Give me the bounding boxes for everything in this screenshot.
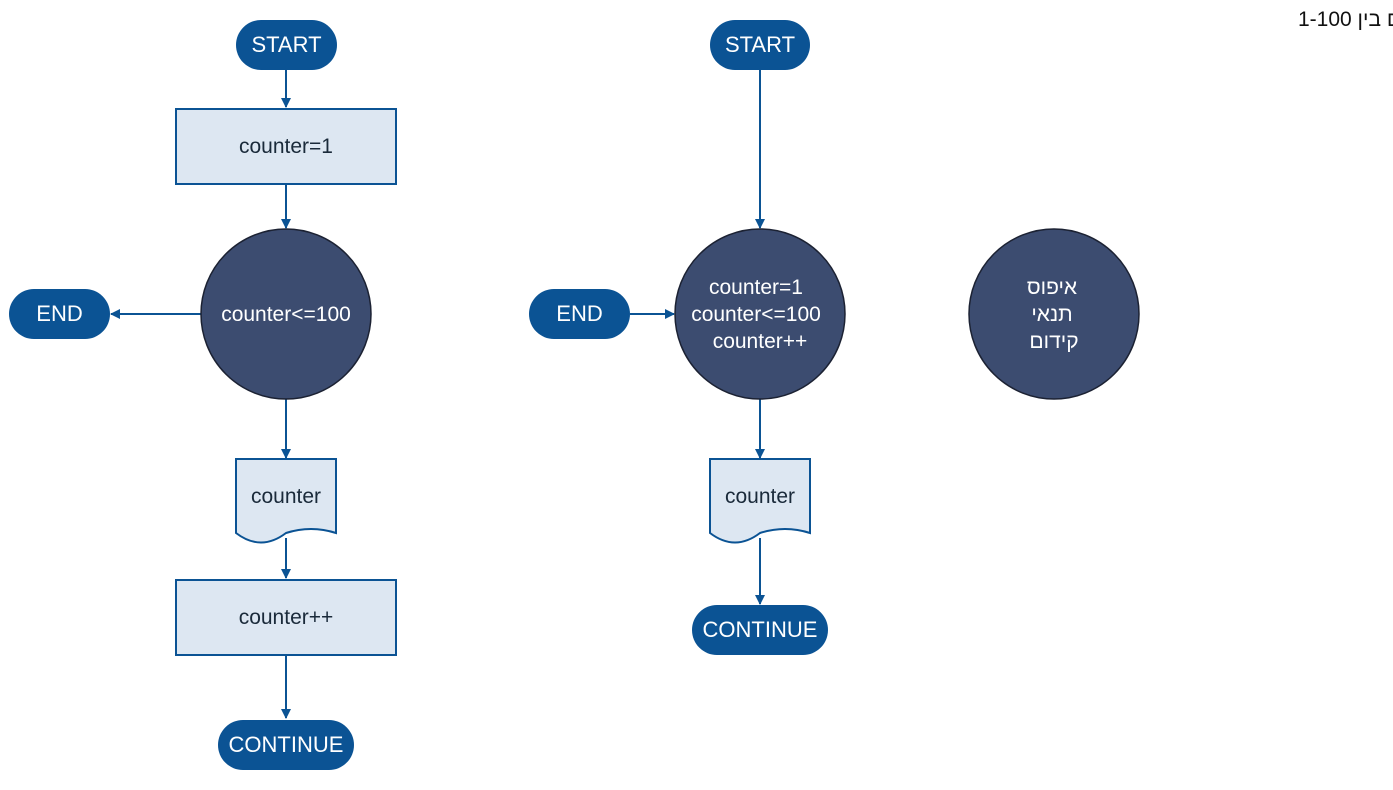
legend-circle: איפוס תנאי קידום [968,228,1140,400]
legend-line-reset: איפוס [1027,276,1077,299]
right-continue-label: CONTINUE [703,617,818,642]
left-end-terminal: END [9,289,110,339]
right-condition-line-test: counter<=100 [691,303,821,326]
right-condition-decision: counter=1 counter<=100 counter++ [674,228,846,400]
left-condition-label: counter<=100 [221,303,351,326]
left-end-label: END [36,301,82,326]
left-continue-terminal: CONTINUE [218,720,354,770]
legend-line-advance: קידום [1029,330,1078,353]
left-init-label: counter=1 [239,135,333,158]
right-start-label: START [725,32,795,57]
left-init-process: counter=1 [175,108,397,185]
right-condition-line-init: counter=1 [709,276,803,299]
legend-line-condition: תנאי [1031,303,1072,326]
left-output-document: counter [235,458,337,544]
right-condition-line-step: counter++ [713,330,808,353]
right-output-document: counter [709,458,811,544]
left-start-terminal: START [236,20,337,70]
right-flowchart: START END counter=1 counter<=100 counter… [529,20,846,655]
left-increment-label: counter++ [239,606,334,629]
left-flowchart: START counter=1 counter<=100 END counter… [9,20,397,770]
left-increment-process: counter++ [175,579,397,656]
right-continue-terminal: CONTINUE [692,605,828,655]
right-end-terminal: END [529,289,630,339]
left-continue-label: CONTINUE [229,732,344,757]
right-output-label: counter [725,485,795,508]
right-start-terminal: START [710,20,810,70]
left-output-label: counter [251,485,321,508]
left-start-label: START [251,32,321,57]
left-condition-decision: counter<=100 [200,228,372,400]
right-end-label: END [556,301,602,326]
page-title: יש להדפיס את כל המספרים בין 1-100 [1298,8,1393,31]
